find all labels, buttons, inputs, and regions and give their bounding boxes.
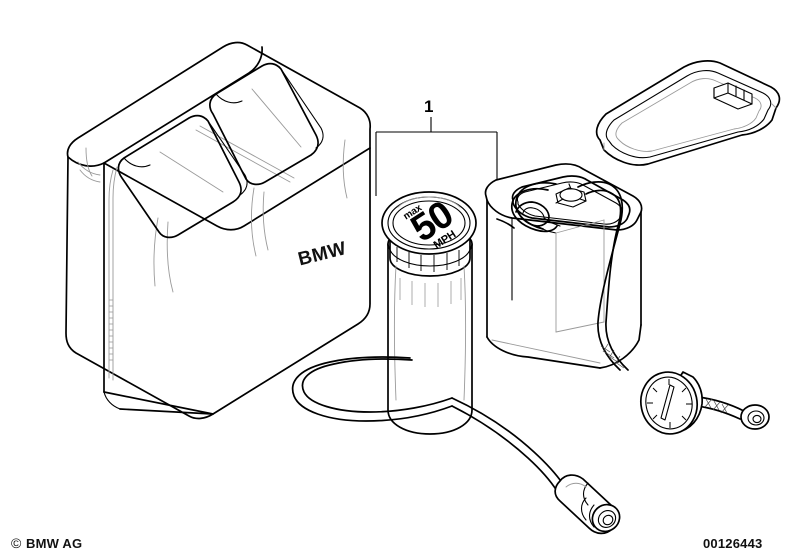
part-air-hose xyxy=(511,181,770,430)
part-power-plug xyxy=(554,474,621,535)
part-storage-bag xyxy=(65,41,372,420)
copyright-icon: © xyxy=(11,535,22,551)
callout-number-1: 1 xyxy=(424,97,434,116)
part-power-cord xyxy=(291,356,564,492)
callout-bracket-1 xyxy=(375,117,498,196)
part-compressor xyxy=(484,163,643,369)
part-lid-tray xyxy=(595,60,781,166)
compressor-valve xyxy=(555,183,587,208)
hose-valve-chuck xyxy=(740,404,770,430)
copyright-text: BMW AG xyxy=(26,536,83,551)
part-pressure-gauge xyxy=(640,371,704,435)
part-sealant-bottle xyxy=(381,191,477,435)
plug-tip xyxy=(591,503,621,533)
diagram-part-number: 00126443 xyxy=(703,536,763,551)
